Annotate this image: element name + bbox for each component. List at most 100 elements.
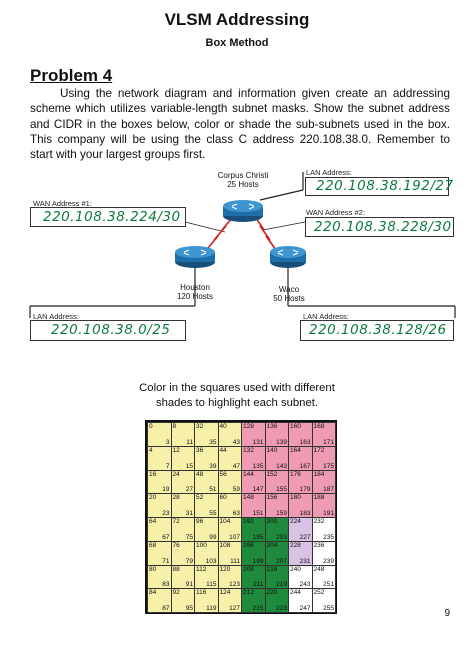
grid-cell-start: 76 xyxy=(172,541,180,549)
grid-cell-end: 11 xyxy=(186,438,193,446)
grid-cell-end: 207 xyxy=(276,557,287,565)
grid-cell-end: 203 xyxy=(276,533,287,541)
grid-cell-start: 120 xyxy=(219,565,231,573)
grid-cell-end: 195 xyxy=(252,533,264,541)
grid-cell-end: 27 xyxy=(185,486,193,494)
grid-cell-start: 64 xyxy=(149,518,157,525)
grid-cell-end: 199 xyxy=(252,557,264,565)
grid-cell-end: 187 xyxy=(323,486,334,494)
grid-cell[interactable]: 64 67 xyxy=(147,517,172,542)
grid-cell-start: 84 xyxy=(149,589,157,597)
grid-cell-end: 119 xyxy=(206,605,217,612)
houston-lan-box[interactable]: 220.108.38.0/25 xyxy=(30,320,186,341)
grid-cell-end: 71 xyxy=(162,557,170,565)
grid-cell-start: 12 xyxy=(172,446,180,454)
corpus-lan-box[interactable]: 220.108.38.192/27 xyxy=(305,177,453,196)
grid-cell-start: 0 xyxy=(149,423,153,430)
wan1-box[interactable]: 220.108.38.224/30 xyxy=(30,207,186,227)
grid-cell-start: 28 xyxy=(172,494,180,502)
grid-cell-end: 99 xyxy=(209,533,217,541)
grid-cell-start: 232 xyxy=(313,518,325,525)
grid-cell-end: 47 xyxy=(232,462,240,470)
grid-cell-start: 164 xyxy=(290,446,301,454)
corpus-lan-line xyxy=(259,189,304,201)
grid-cell-end: 251 xyxy=(323,581,334,589)
grid-cell-end: 23 xyxy=(162,510,170,517)
grid-cell-end: 115 xyxy=(206,581,217,589)
wan2-box[interactable]: 220.108.38.228/30 xyxy=(305,217,454,237)
houston-lan-label: LAN Address: xyxy=(33,312,79,321)
wan2-connector xyxy=(262,221,306,231)
grid-cell-end: 19 xyxy=(162,486,170,494)
router-corpus-icon xyxy=(223,200,263,222)
grid-cell-end: 67 xyxy=(162,533,170,541)
wan2-link xyxy=(255,217,277,251)
waco-lan-box[interactable]: 220.108.38.128/26 xyxy=(300,320,454,341)
router-waco-icon xyxy=(270,246,306,268)
